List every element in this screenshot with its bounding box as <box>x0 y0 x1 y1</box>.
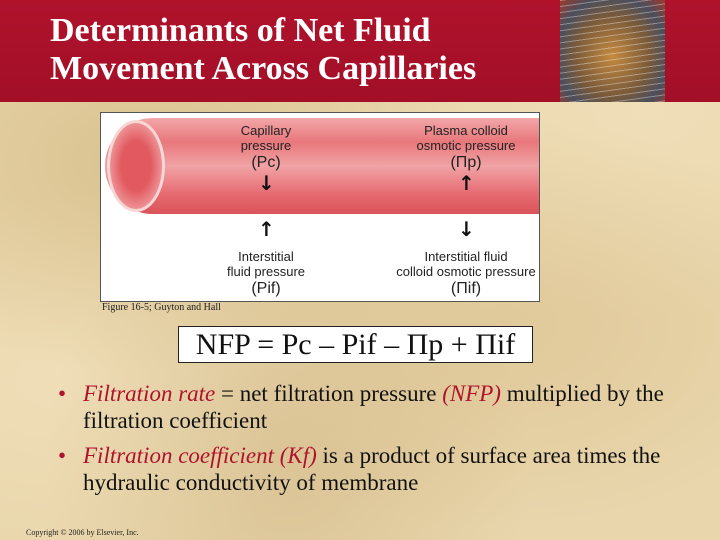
bullet-icon: • <box>58 443 67 468</box>
capillary-pressure-symbol: (Pc) <box>251 154 281 171</box>
plasma-colloid-line-1: Plasma colloid <box>424 123 508 138</box>
interstitial-colloid-symbol: (Πif) <box>450 280 482 297</box>
interstitial-colloid-line-2: colloid osmotic pressure <box>396 264 536 279</box>
slide-title: Determinants of Net Fluid Movement Acros… <box>50 12 476 88</box>
capillary-pressure-line-1: Capillary <box>240 123 292 138</box>
bullet-text: is a product of surface area times the h… <box>83 443 661 495</box>
decorative-artwork <box>560 0 665 102</box>
interstitial-colloid-label: Interstitial fluid colloid osmotic press… <box>371 249 539 298</box>
capillary-opening <box>107 120 165 212</box>
arrow-up-icon: ↑ <box>258 217 275 241</box>
interstitial-pressure-symbol: (Pif) <box>251 280 281 297</box>
arrow-down-icon: ↓ <box>458 217 475 241</box>
title-line-2: Movement Across Capillaries <box>50 50 477 87</box>
title-line-1: Determinants of Net Fluid <box>50 12 431 49</box>
capillary-figure: Capillary pressure (Pc) ↓ Plasma colloid… <box>100 112 540 302</box>
bullet-term: Filtration rate <box>83 381 216 406</box>
title-banner: Determinants of Net Fluid Movement Acros… <box>0 0 720 102</box>
nfp-equation: NFP = Pc – Pif – Πp + Πif <box>178 326 533 363</box>
bullet-term: Filtration coefficient (Kf) <box>83 443 317 468</box>
interstitial-pressure-label: Interstitial fluid pressure (Pif) <box>201 249 331 298</box>
arrow-up-icon: ↑ <box>458 171 475 195</box>
plasma-colloid-line-2: osmotic pressure <box>416 138 516 153</box>
interstitial-colloid-line-1: Interstitial fluid <box>424 249 508 264</box>
arrow-down-icon: ↓ <box>258 171 275 195</box>
bullet-term: (NFP) <box>442 381 501 406</box>
bullet-item: • Filtration rate = net filtration press… <box>58 380 698 434</box>
interstitial-pressure-line-1: Interstitial <box>238 249 294 264</box>
capillary-pressure-label: Capillary pressure (Pc) <box>211 123 321 172</box>
figure-caption: Figure 16-5; Guyton and Hall <box>102 302 221 313</box>
bullet-icon: • <box>58 381 67 406</box>
plasma-colloid-label: Plasma colloid osmotic pressure (Πp) <box>391 123 539 172</box>
interstitial-pressure-line-2: fluid pressure <box>226 264 306 279</box>
bullet-text: multiplied by the filtration coefficient <box>83 381 664 433</box>
plasma-colloid-symbol: (Πp) <box>450 154 482 171</box>
copyright: Copyright © 2006 by Elsevier, Inc. <box>26 528 139 537</box>
capillary-tube <box>105 118 539 214</box>
bullet-text: = net filtration pressure <box>215 381 443 406</box>
bullet-list: • Filtration rate = net filtration press… <box>58 380 698 504</box>
capillary-pressure-line-2: pressure <box>240 138 292 153</box>
bullet-item: • Filtration coefficient (Kf) is a produ… <box>58 442 698 496</box>
